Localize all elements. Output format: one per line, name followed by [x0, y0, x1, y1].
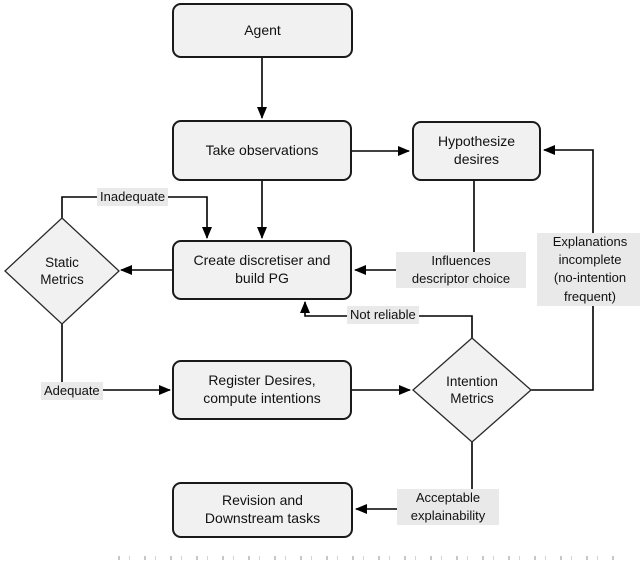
- node-agent: Agent: [172, 3, 353, 58]
- static-metrics-diamond: [4, 217, 120, 325]
- node-register-desires-compute-intentions: Register Desires, compute intentions: [172, 360, 352, 420]
- edge-label-inadequate: Inadequate: [97, 188, 169, 207]
- edge-label-explanations-incomplete: Explanations incomplete (no-intention fr…: [537, 233, 640, 306]
- node-revision-downstream-tasks: Revision and Downstream tasks: [172, 482, 353, 538]
- edge-static-metrics-adequate-to-register-desires: [61, 324, 171, 395]
- edge-label-acceptable-explainability: Acceptable explainability: [397, 489, 499, 526]
- node-hypothesize-desires: Hypothesize desires: [412, 121, 541, 181]
- cropped-caption-top-fragment: [118, 556, 623, 560]
- intention-metrics-diamond: [412, 337, 532, 443]
- node-take-observations: Take observations: [172, 120, 352, 181]
- edge-label-not-reliable: Not reliable: [347, 306, 419, 325]
- node-create-discretiser-build-pg: Create discretiser and build PG: [172, 240, 352, 300]
- edge-label-adequate: Adequate: [41, 382, 103, 401]
- edge-label-influences-descriptor-choice: Influences descriptor choice: [396, 252, 526, 289]
